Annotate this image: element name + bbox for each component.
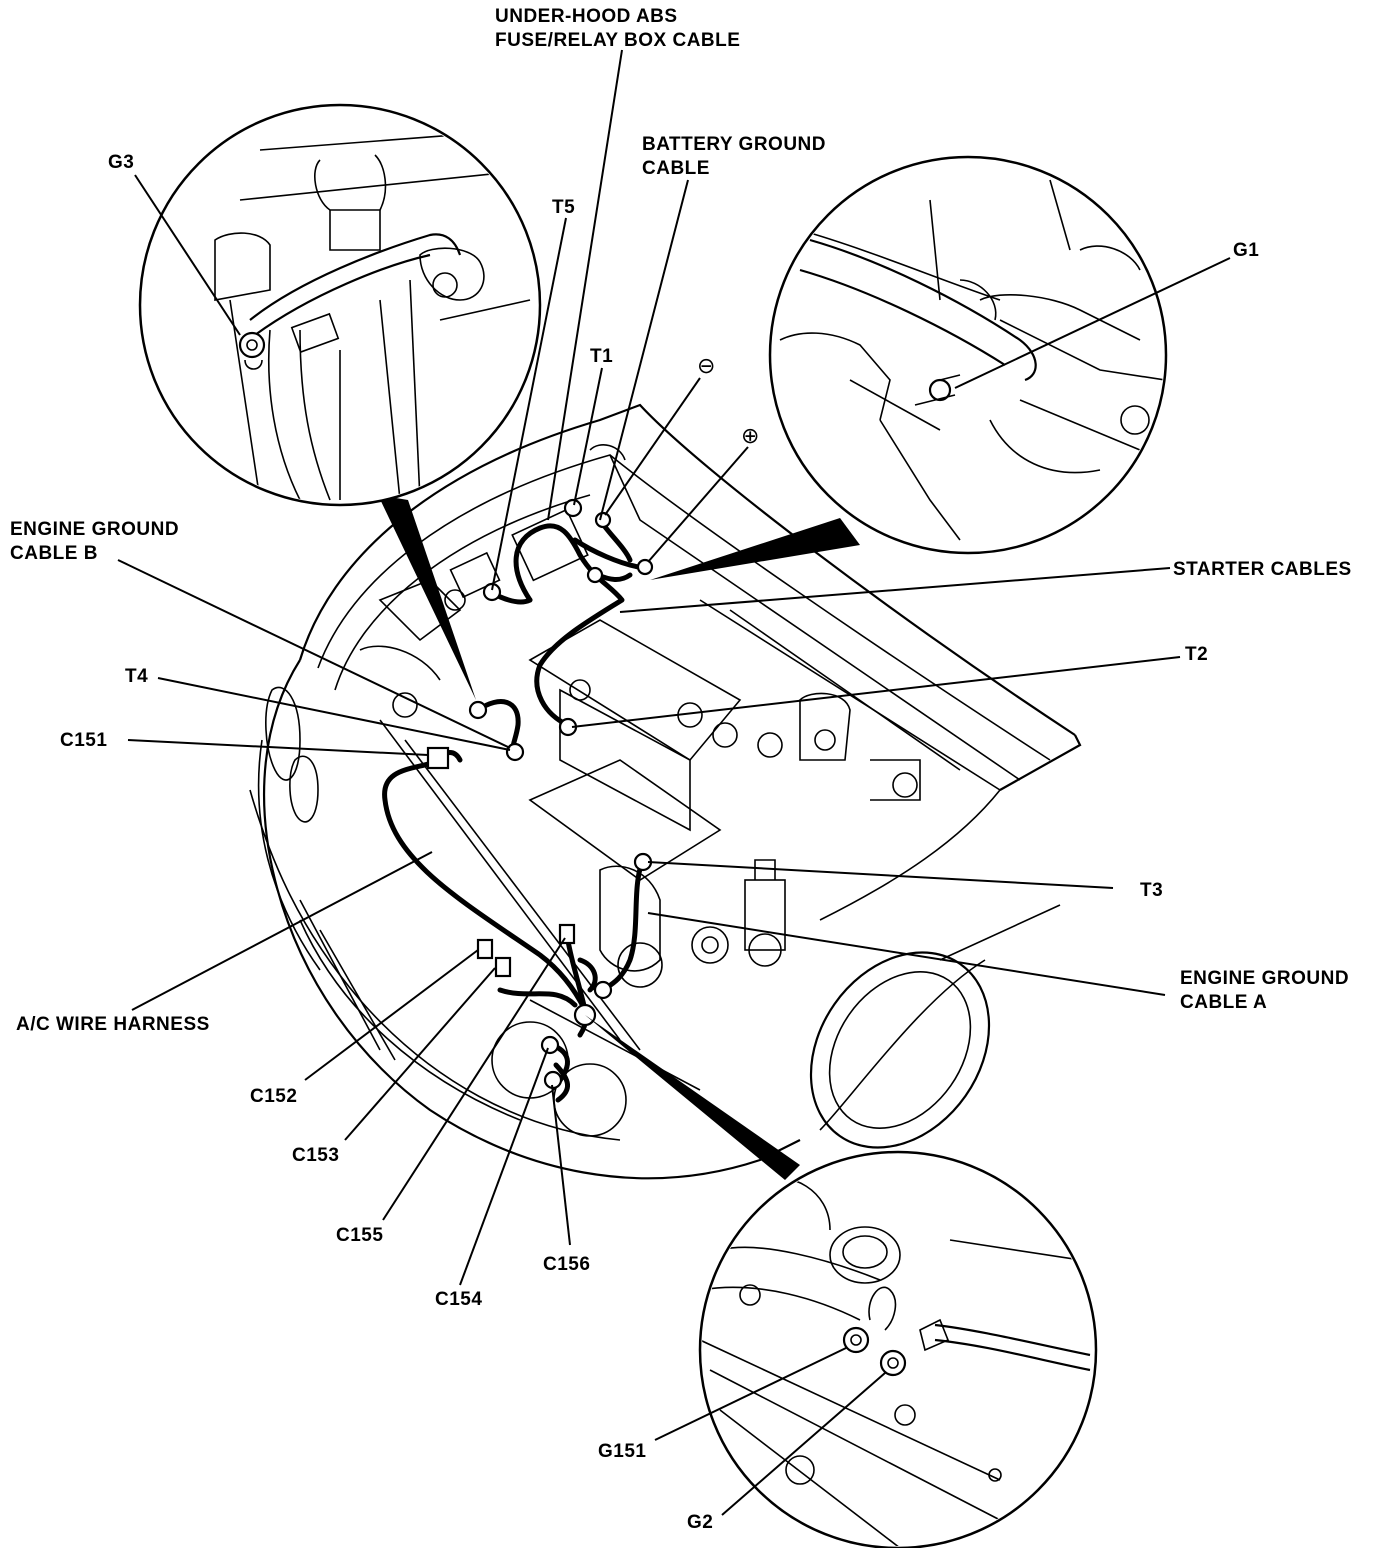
label-g2: G2 (687, 1512, 713, 1533)
cables (382, 517, 648, 1103)
connector-c154 (540, 1035, 560, 1055)
label-g1: G1 (1233, 240, 1259, 261)
leader-c153 (344, 967, 496, 1141)
leader-abs-cable (547, 49, 623, 521)
leader-t4 (157, 677, 511, 751)
leader-g151 (654, 1347, 847, 1441)
leader-t5 (491, 217, 567, 591)
leader-c154 (459, 1047, 549, 1286)
terminals (426, 498, 654, 1090)
engine-bay (359, 444, 921, 1137)
label-engine-ground-a-line1: ENGINE GROUND (1180, 968, 1349, 989)
starter-cable-path (513, 523, 625, 728)
label-abs-cable-line2: FUSE/RELAY BOX CABLE (495, 30, 740, 51)
leader-g3 (134, 174, 241, 336)
leader-c152 (304, 949, 479, 1081)
label-t4: T4 (125, 666, 148, 687)
terminal-t4 (505, 742, 525, 762)
battery-negative-terminal (594, 511, 612, 529)
label-engine-ground-b-line1: ENGINE GROUND (10, 519, 179, 540)
callout-wedges (378, 495, 860, 1180)
label-c154: C154 (435, 1289, 482, 1310)
leader-plus (647, 446, 749, 563)
leader-t3 (647, 861, 1114, 889)
label-c153: C153 (292, 1145, 339, 1166)
connector-c155 (558, 923, 576, 945)
battery-positive-terminal (636, 558, 654, 576)
terminal-t5 (482, 582, 502, 602)
label-c155: C155 (336, 1225, 383, 1246)
leader-lines (117, 49, 1231, 1516)
label-engine-ground-b-line2: CABLE B (10, 543, 98, 564)
leader-c151 (127, 739, 429, 756)
leader-battery-ground (599, 179, 689, 521)
labels: UNDER-HOOD ABS FUSE/RELAY BOX CABLE BATT… (10, 6, 1352, 1533)
label-g151: G151 (598, 1441, 646, 1462)
label-t3: T3 (1140, 880, 1163, 901)
detail-circle-g1 (768, 155, 1168, 555)
label-starter-cables: STARTER CABLES (1173, 559, 1352, 580)
leader-t1 (573, 367, 603, 506)
detail-circle-g3 (138, 103, 542, 507)
leader-starter-cables (619, 567, 1171, 613)
label-minus: ⊖ (697, 353, 716, 378)
label-battery-ground-line1: BATTERY GROUND (642, 134, 826, 155)
ground-cable-b-end (468, 700, 488, 720)
leader-engine-ground-b (117, 559, 511, 749)
label-ac-wire-harness: A/C WIRE HARNESS (16, 1014, 210, 1035)
label-t1: T1 (590, 346, 613, 367)
label-c156: C156 (543, 1254, 590, 1275)
label-t5: T5 (552, 197, 575, 218)
detail-circle-g151-g2 (698, 1150, 1098, 1548)
leader-g1 (954, 257, 1231, 389)
leader-minus (604, 377, 701, 516)
leader-g2 (721, 1372, 886, 1516)
label-abs-cable-line1: UNDER-HOOD ABS (495, 6, 678, 27)
label-t2: T2 (1185, 644, 1208, 665)
leader-c156 (551, 1084, 571, 1246)
terminal-t1 (563, 498, 583, 518)
label-plus: ⊕ (741, 423, 760, 448)
ac-harness-path (382, 757, 588, 1013)
label-engine-ground-a-line2: CABLE A (1180, 992, 1267, 1013)
connector-c152 (476, 938, 494, 960)
label-g3: G3 (108, 152, 134, 173)
leader-ac-harness (131, 851, 433, 1011)
label-c152: C152 (250, 1086, 297, 1107)
connector-c153 (494, 956, 512, 978)
label-battery-ground-line2: CABLE (642, 158, 710, 179)
label-c151: C151 (60, 730, 107, 751)
connector-c151 (426, 746, 450, 770)
leader-c155 (382, 937, 566, 1221)
leader-engine-ground-a (647, 912, 1166, 996)
leader-t2 (571, 656, 1181, 728)
car-body (249, 403, 1082, 1180)
ground-cable-a-end (593, 980, 613, 1000)
